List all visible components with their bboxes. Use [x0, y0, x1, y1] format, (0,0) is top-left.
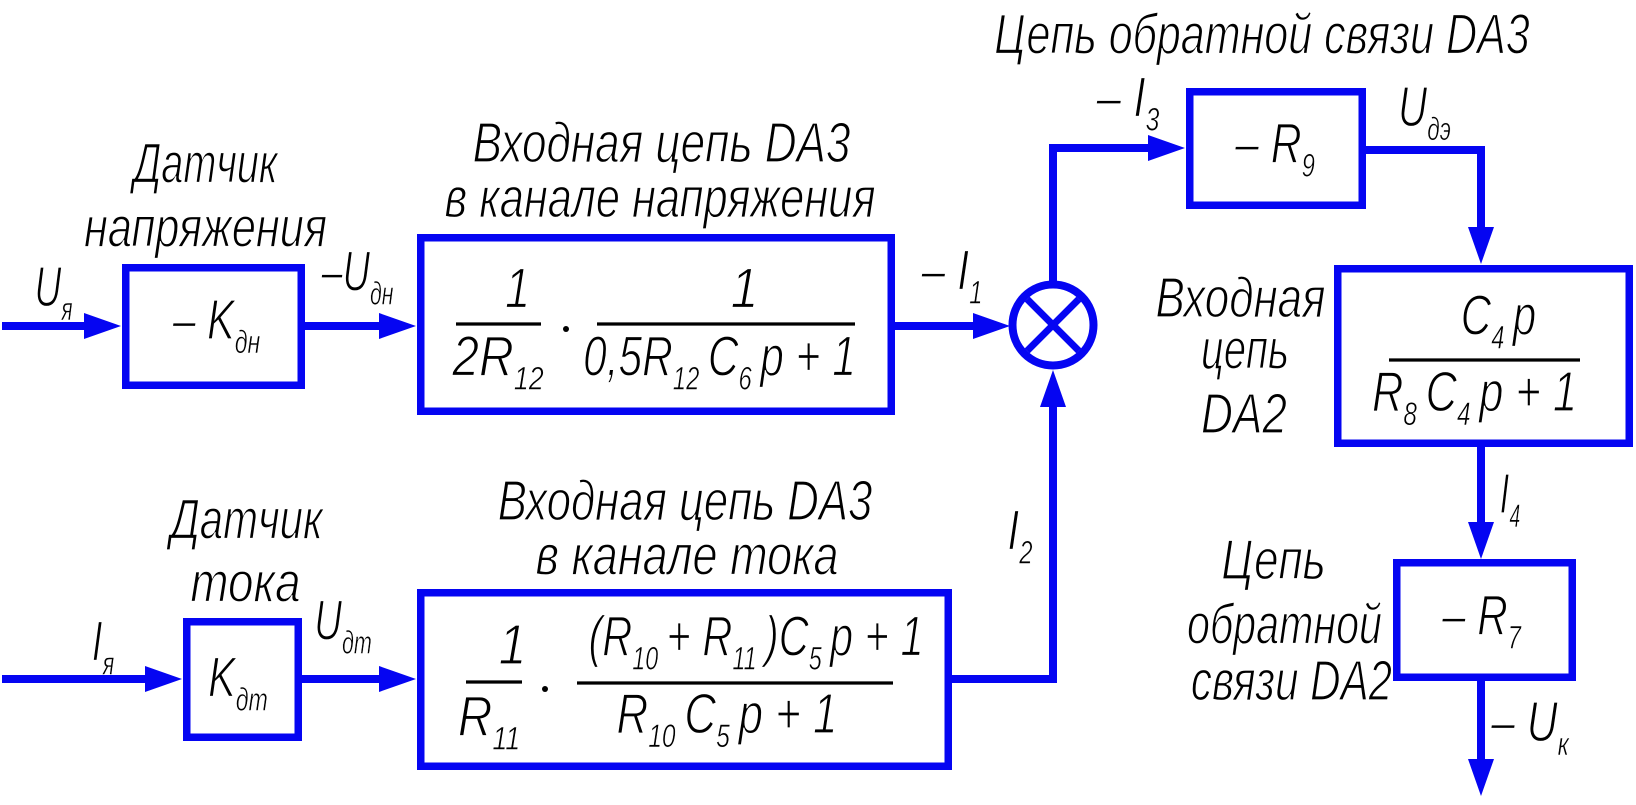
svg-text:в канале тока: в канале тока — [535, 522, 838, 586]
svg-text:– R9: – R9 — [1234, 110, 1315, 183]
svg-text:– Uк: – Uк — [1490, 689, 1570, 762]
svg-text:Цепь: Цепь — [1221, 527, 1325, 591]
svg-text:– I1: – I1 — [921, 237, 983, 310]
svg-text:напряжения: напряжения — [84, 195, 327, 259]
svg-text:Uя: Uя — [34, 255, 72, 327]
svg-text:C4 p: C4 p — [1461, 283, 1537, 355]
svg-text:– R7: – R7 — [1441, 583, 1522, 655]
svg-text:R10 C5 p + 1: R10 C5 p + 1 — [617, 681, 838, 754]
svg-text:Датчик: Датчик — [166, 487, 325, 551]
svg-text:обратной: обратной — [1187, 592, 1382, 656]
svg-text:Входная: Входная — [1156, 265, 1326, 329]
svg-text:I4: I4 — [1500, 462, 1521, 534]
svg-text:Цепь обратной связи DA3: Цепь обратной связи DA3 — [994, 2, 1529, 66]
svg-text:(R10 + R11 )C5 p + 1: (R10 + R11 )C5 p + 1 — [588, 604, 923, 676]
svg-text:I2: I2 — [1007, 497, 1032, 570]
svg-text:1: 1 — [731, 257, 759, 320]
svg-text:R8 C4 p + 1: R8 C4 p + 1 — [1372, 359, 1577, 433]
svg-text:0,5R12 C6 p + 1: 0,5R12 C6 p + 1 — [583, 324, 856, 396]
svg-text:Входная цепь DA3: Входная цепь DA3 — [498, 468, 872, 532]
svg-text:– Kдн: – Kдн — [172, 287, 260, 359]
svg-text:цепь: цепь — [1201, 318, 1289, 382]
svg-text:тока: тока — [190, 550, 300, 614]
svg-text:1: 1 — [505, 255, 530, 319]
svg-text:Uдт: Uдт — [314, 589, 372, 660]
svg-text:R11: R11 — [458, 685, 520, 758]
svg-text:связи DA2: связи DA2 — [1191, 649, 1392, 713]
svg-text:Iя: Iя — [92, 610, 115, 681]
svg-text:Входная цепь DA3: Входная цепь DA3 — [473, 111, 851, 175]
svg-text:2R12: 2R12 — [451, 325, 544, 397]
svg-text:Датчик: Датчик — [129, 133, 279, 196]
svg-text:Kдт: Kдт — [208, 645, 268, 717]
svg-text:1: 1 — [499, 614, 527, 677]
svg-text:в канале напряжения: в канале напряжения — [444, 165, 875, 229]
svg-text:– I3: – I3 — [1096, 65, 1160, 138]
svg-text:Uдэ: Uдэ — [1398, 75, 1451, 147]
svg-text:DA2: DA2 — [1201, 382, 1287, 446]
svg-text:–Uдн: –Uдн — [321, 240, 394, 312]
